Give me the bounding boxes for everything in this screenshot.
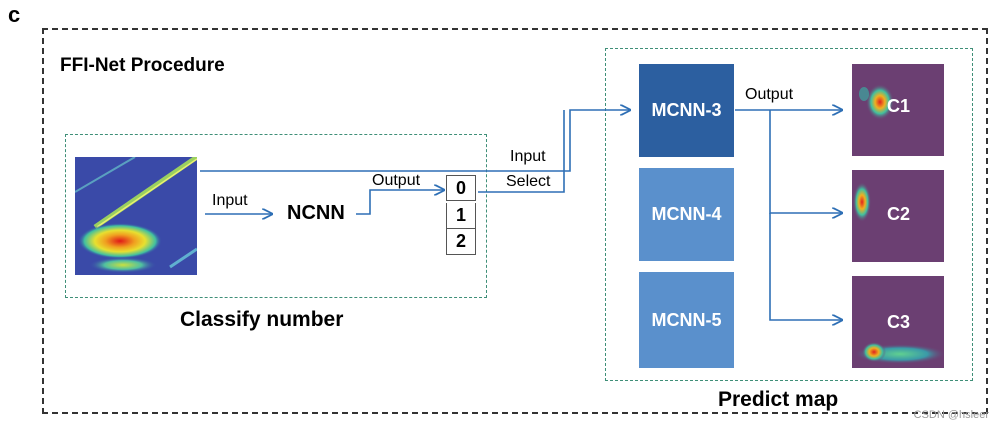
number-cell-0: 0 [446,175,476,201]
map-c1 [852,64,944,156]
classify-section-label: Classify number [180,308,344,331]
mcnn-5-block: MCNN-5 [639,272,734,368]
select-input-label: Input [510,148,546,165]
input-label: Input [212,192,248,209]
mcnn-4-label: MCNN-4 [651,204,722,224]
panel-letter: c [8,2,21,27]
watermark: CSDN @hsleer [913,409,989,421]
map-c3-label: C3 [887,312,911,332]
output-label: Output [372,172,421,189]
map-c2 [852,170,944,262]
number-cell-2: 2 [446,229,476,255]
procedure-frame [42,28,988,414]
procedure-title: FFI-Net Procedure [60,55,225,76]
predict-region [605,48,973,381]
predict-section-label: Predict map [718,388,839,411]
mcnn-3-label: MCNN-3 [651,100,722,120]
classify-region [65,134,487,298]
number-cell-1: 1 [446,203,476,229]
mcnn-3-block: MCNN-3 [639,64,734,157]
ncnn-block: NCNN [287,202,345,224]
mcnn-4-block: MCNN-4 [639,168,734,261]
predict-output-label: Output [745,86,794,103]
map-c1-label: C1 [887,96,911,116]
map-c3 [852,276,944,368]
input-image [75,157,197,275]
map-c2-label: C2 [887,204,911,224]
mcnn-5-label: MCNN-5 [651,309,722,330]
select-label: Select [506,173,551,190]
